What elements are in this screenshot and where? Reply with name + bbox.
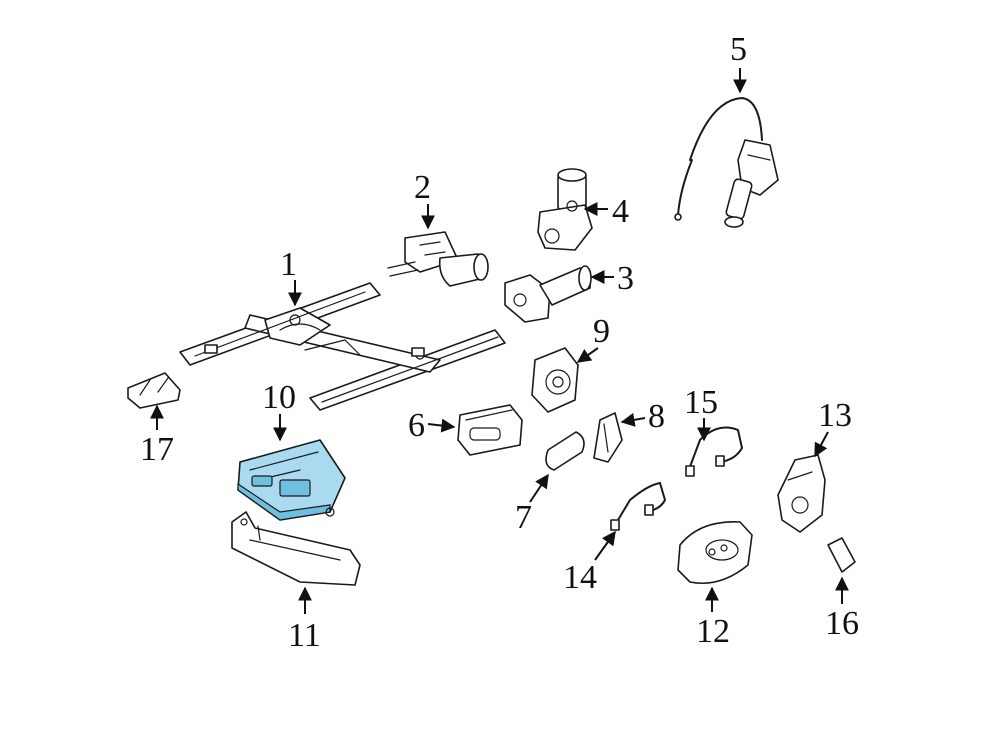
switch-knob-7-part[interactable] [545,431,585,471]
seat-control-module-part[interactable] [237,439,346,521]
callout-12: 12 [696,586,730,650]
callout-4: 4 [583,193,629,230]
callout-6: 6 [408,407,456,444]
switch-bezel-9-part[interactable] [531,347,579,413]
callout-16: 16 [825,576,859,642]
callout-number-13: 13 [818,397,852,434]
leader-arrow-13 [814,431,829,458]
callout-number-7: 7 [515,499,532,536]
callout-number-1: 1 [280,246,297,283]
wire-harness-15-part[interactable] [685,426,743,477]
wire-harness-14-part[interactable] [610,482,666,531]
mounting-bracket-part[interactable] [231,511,361,586]
callout-number-4: 4 [612,193,629,230]
callout-number-9: 9 [593,313,610,350]
callout-3: 3 [590,260,634,297]
seat-motor-4-part[interactable] [537,168,593,251]
leader-arrow-14 [594,530,616,561]
callout-8: 8 [620,398,665,435]
callout-13: 13 [814,397,852,458]
callout-number-11: 11 [288,617,321,654]
leader-arrow-8 [620,412,646,427]
clip-17-part[interactable] [127,372,181,409]
leader-arrow-7 [529,473,549,503]
callout-number-17: 17 [140,431,174,468]
recliner-cable-part[interactable] [674,97,779,228]
seat-switch-6-part[interactable] [457,404,523,456]
callout-14: 14 [563,530,616,596]
callout-number-5: 5 [730,31,747,68]
callout-7: 7 [515,473,549,536]
callout-number-14: 14 [563,559,597,596]
callout-2: 2 [414,169,435,230]
leader-arrow-9 [576,347,599,363]
callout-11: 11 [288,586,321,654]
callout-number-6: 6 [408,407,425,444]
callout-15: 15 [684,384,718,442]
callout-number-12: 12 [696,613,730,650]
seat-track-frame-part[interactable] [179,282,506,411]
clip-16-part[interactable] [827,537,856,573]
callout-number-3: 3 [617,260,634,297]
switch-knob-8-part[interactable] [593,412,623,463]
callout-number-15: 15 [684,384,718,421]
seat-motor-2-part[interactable] [387,231,489,287]
callout-number-8: 8 [648,398,665,435]
callout-1: 1 [280,246,302,307]
leader-arrow-6 [427,418,456,433]
switch-panel-12-part[interactable] [677,521,753,585]
callout-number-10: 10 [262,379,296,416]
seat-motor-3-part[interactable] [504,265,592,323]
callout-9: 9 [576,313,610,363]
trim-cover-13-part[interactable] [777,454,826,533]
callout-5: 5 [730,31,747,94]
callout-10: 10 [262,379,296,442]
callout-number-2: 2 [414,169,431,206]
callout-number-16: 16 [825,605,859,642]
callout-17: 17 [140,404,174,468]
